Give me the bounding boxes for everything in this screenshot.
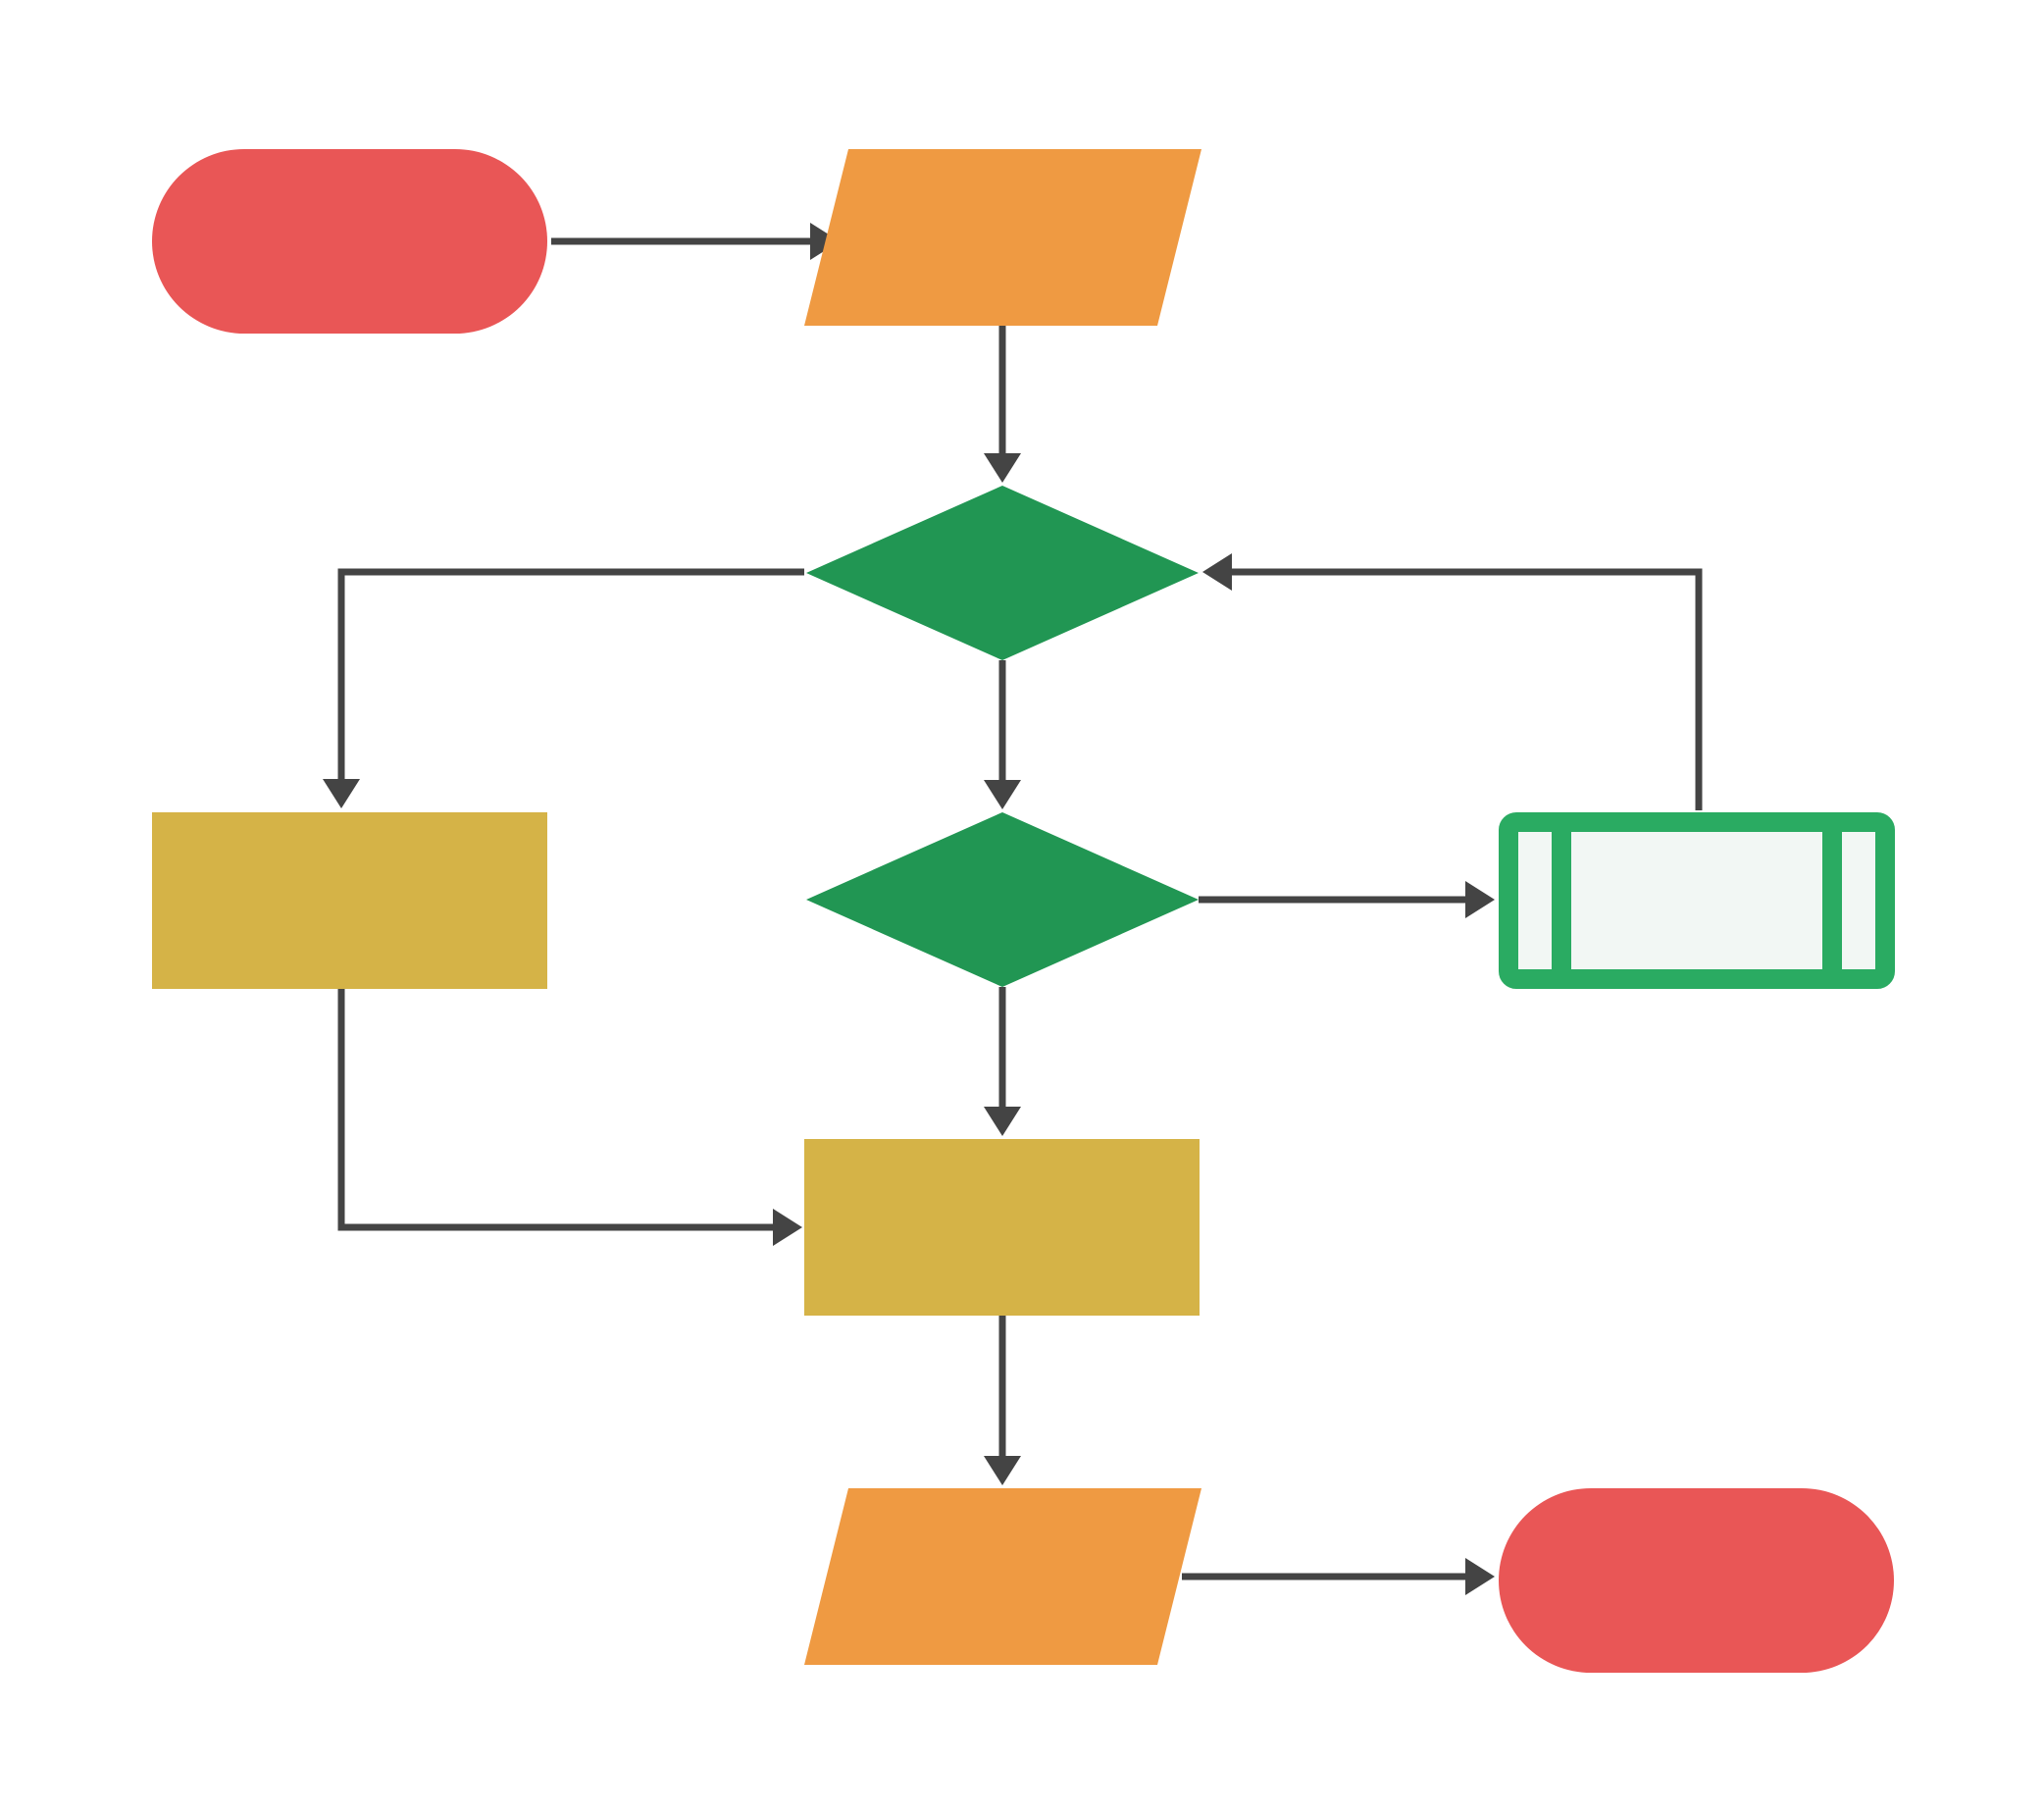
node-process-left-body[interactable] (152, 812, 547, 989)
edge-decision2-to-subroutine-arrowhead (1465, 881, 1495, 918)
edge-decision2-to-process-main[interactable] (984, 987, 1021, 1136)
edge-decision2-to-process-main-arrowhead (984, 1107, 1021, 1136)
edge-process-main-to-output-arrowhead (984, 1456, 1021, 1485)
edge-decision2-to-subroutine[interactable] (1199, 881, 1495, 918)
edge-start-to-input-arrowhead (810, 223, 840, 260)
edge-input-to-decision1-arrowhead (984, 453, 1021, 483)
edge-subroutine-loopback-to-decision1-arrowhead (1202, 553, 1232, 591)
node-decision-primary[interactable] (806, 486, 1199, 660)
node-decision-secondary-body[interactable] (806, 812, 1199, 987)
node-end-terminator-body[interactable] (1499, 1488, 1894, 1673)
nodes-layer (152, 149, 1895, 1673)
node-predefined-process[interactable] (1499, 812, 1895, 989)
node-start-terminator[interactable] (152, 149, 547, 334)
node-process-left[interactable] (152, 812, 547, 989)
edge-output-to-end[interactable] (1182, 1558, 1495, 1595)
node-predefined-process-body[interactable] (1499, 812, 1895, 989)
edges-layer (323, 223, 1703, 1595)
node-predefined-process-left-bar (1552, 832, 1571, 969)
node-decision-secondary[interactable] (806, 812, 1199, 987)
node-process-main-body[interactable] (804, 1139, 1200, 1316)
edge-decision1-to-decision2-arrowhead (984, 780, 1021, 809)
edge-process-left-to-process-main[interactable] (337, 989, 802, 1246)
edge-subroutine-loopback-to-decision1-line (1216, 568, 1703, 810)
node-predefined-process-right-bar (1822, 832, 1842, 969)
edge-process-main-to-output[interactable] (984, 1316, 1021, 1485)
node-start-terminator-body[interactable] (152, 149, 547, 334)
edge-decision1-left-to-process-left[interactable] (323, 568, 804, 808)
node-process-main[interactable] (804, 1139, 1200, 1316)
edge-process-left-to-process-main-line (337, 989, 791, 1231)
edge-process-left-to-process-main-arrowhead (773, 1209, 802, 1246)
node-input-output[interactable] (804, 149, 1201, 326)
node-output-body[interactable] (804, 1488, 1201, 1665)
node-decision-primary-body[interactable] (806, 486, 1199, 660)
edge-input-to-decision1[interactable] (984, 326, 1021, 483)
edge-start-to-input[interactable] (551, 223, 840, 260)
node-input-output-body[interactable] (804, 149, 1201, 326)
node-end-terminator[interactable] (1499, 1488, 1894, 1673)
edge-decision1-left-to-process-left-arrowhead (323, 779, 360, 808)
edge-decision1-left-to-process-left-line (337, 568, 804, 793)
edge-subroutine-loopback-to-decision1[interactable] (1202, 553, 1703, 810)
edge-output-to-end-arrowhead (1465, 1558, 1495, 1595)
edge-decision1-to-decision2[interactable] (984, 660, 1021, 809)
node-output[interactable] (804, 1488, 1201, 1665)
